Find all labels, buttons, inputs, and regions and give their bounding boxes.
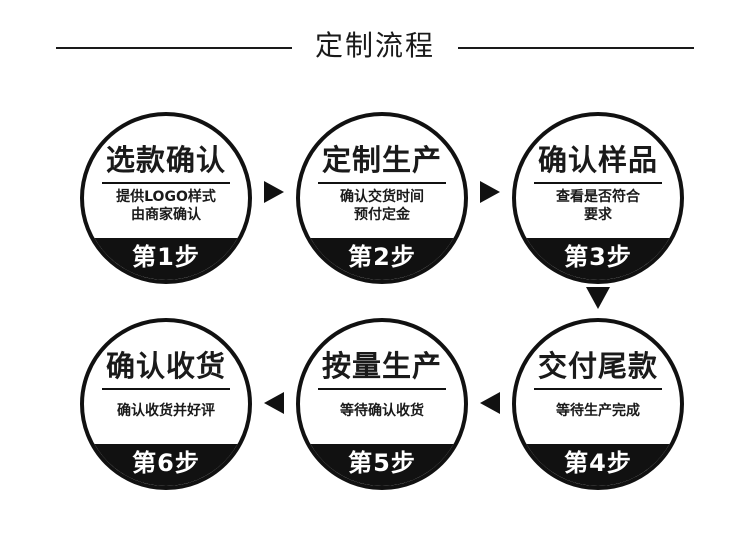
step-5-circle: 按量生产 等待确认收货 第5步 xyxy=(296,318,468,490)
step-number-badge: 第1步 xyxy=(132,243,200,271)
step-number-badge: 第6步 xyxy=(132,449,200,477)
step-number-badge: 第4步 xyxy=(564,449,632,477)
step-number-badge: 第5步 xyxy=(348,449,416,477)
title-divider-right xyxy=(458,47,694,49)
step-number-badge: 第3步 xyxy=(564,243,632,271)
step-description: 确认收货并好评 xyxy=(117,403,215,419)
step-4-circle: 交付尾款 等待生产完成 第4步 xyxy=(512,318,684,490)
header: 定制流程 xyxy=(0,26,750,66)
step-divider xyxy=(102,182,230,184)
step-2-circle: 定制生产 确认交货时间预付定金 第2步 xyxy=(296,112,468,284)
step-band xyxy=(300,238,464,280)
arrow-left-icon xyxy=(264,392,284,414)
step-band xyxy=(516,444,680,486)
page-title: 定制流程 xyxy=(314,29,435,62)
step-divider xyxy=(534,182,662,184)
arrow-right-icon xyxy=(480,181,500,203)
title-divider-left xyxy=(56,47,292,49)
step-name: 选款确认 xyxy=(105,143,226,177)
step-divider xyxy=(534,388,662,390)
step-description: 确认交货时间预付定金 xyxy=(340,189,424,223)
step-band xyxy=(300,444,464,486)
step-divider xyxy=(102,388,230,390)
step-1-circle: 选款确认 提供LOGO样式由商家确认 第1步 xyxy=(80,112,252,284)
step-name: 确认样品 xyxy=(537,143,658,177)
step-description: 等待确认收货 xyxy=(340,403,424,419)
step-band xyxy=(84,444,248,486)
step-divider xyxy=(318,388,446,390)
step-name: 按量生产 xyxy=(321,349,442,383)
step-band xyxy=(84,238,248,280)
step-band xyxy=(516,238,680,280)
step-name: 定制生产 xyxy=(321,143,442,177)
step-description: 等待生产完成 xyxy=(556,403,640,419)
arrow-right-icon xyxy=(264,181,284,203)
step-description: 提供LOGO样式由商家确认 xyxy=(116,189,216,223)
step-description: 查看是否符合要求 xyxy=(556,189,640,223)
arrow-left-icon xyxy=(480,392,500,414)
step-divider xyxy=(318,182,446,184)
step-name: 交付尾款 xyxy=(537,349,658,383)
step-number-badge: 第2步 xyxy=(348,243,416,271)
step-name: 确认收货 xyxy=(105,349,226,383)
arrow-down-icon xyxy=(586,287,610,309)
step-3-circle: 确认样品 查看是否符合要求 第3步 xyxy=(512,112,684,284)
step-6-circle: 确认收货 确认收货并好评 第6步 xyxy=(80,318,252,490)
